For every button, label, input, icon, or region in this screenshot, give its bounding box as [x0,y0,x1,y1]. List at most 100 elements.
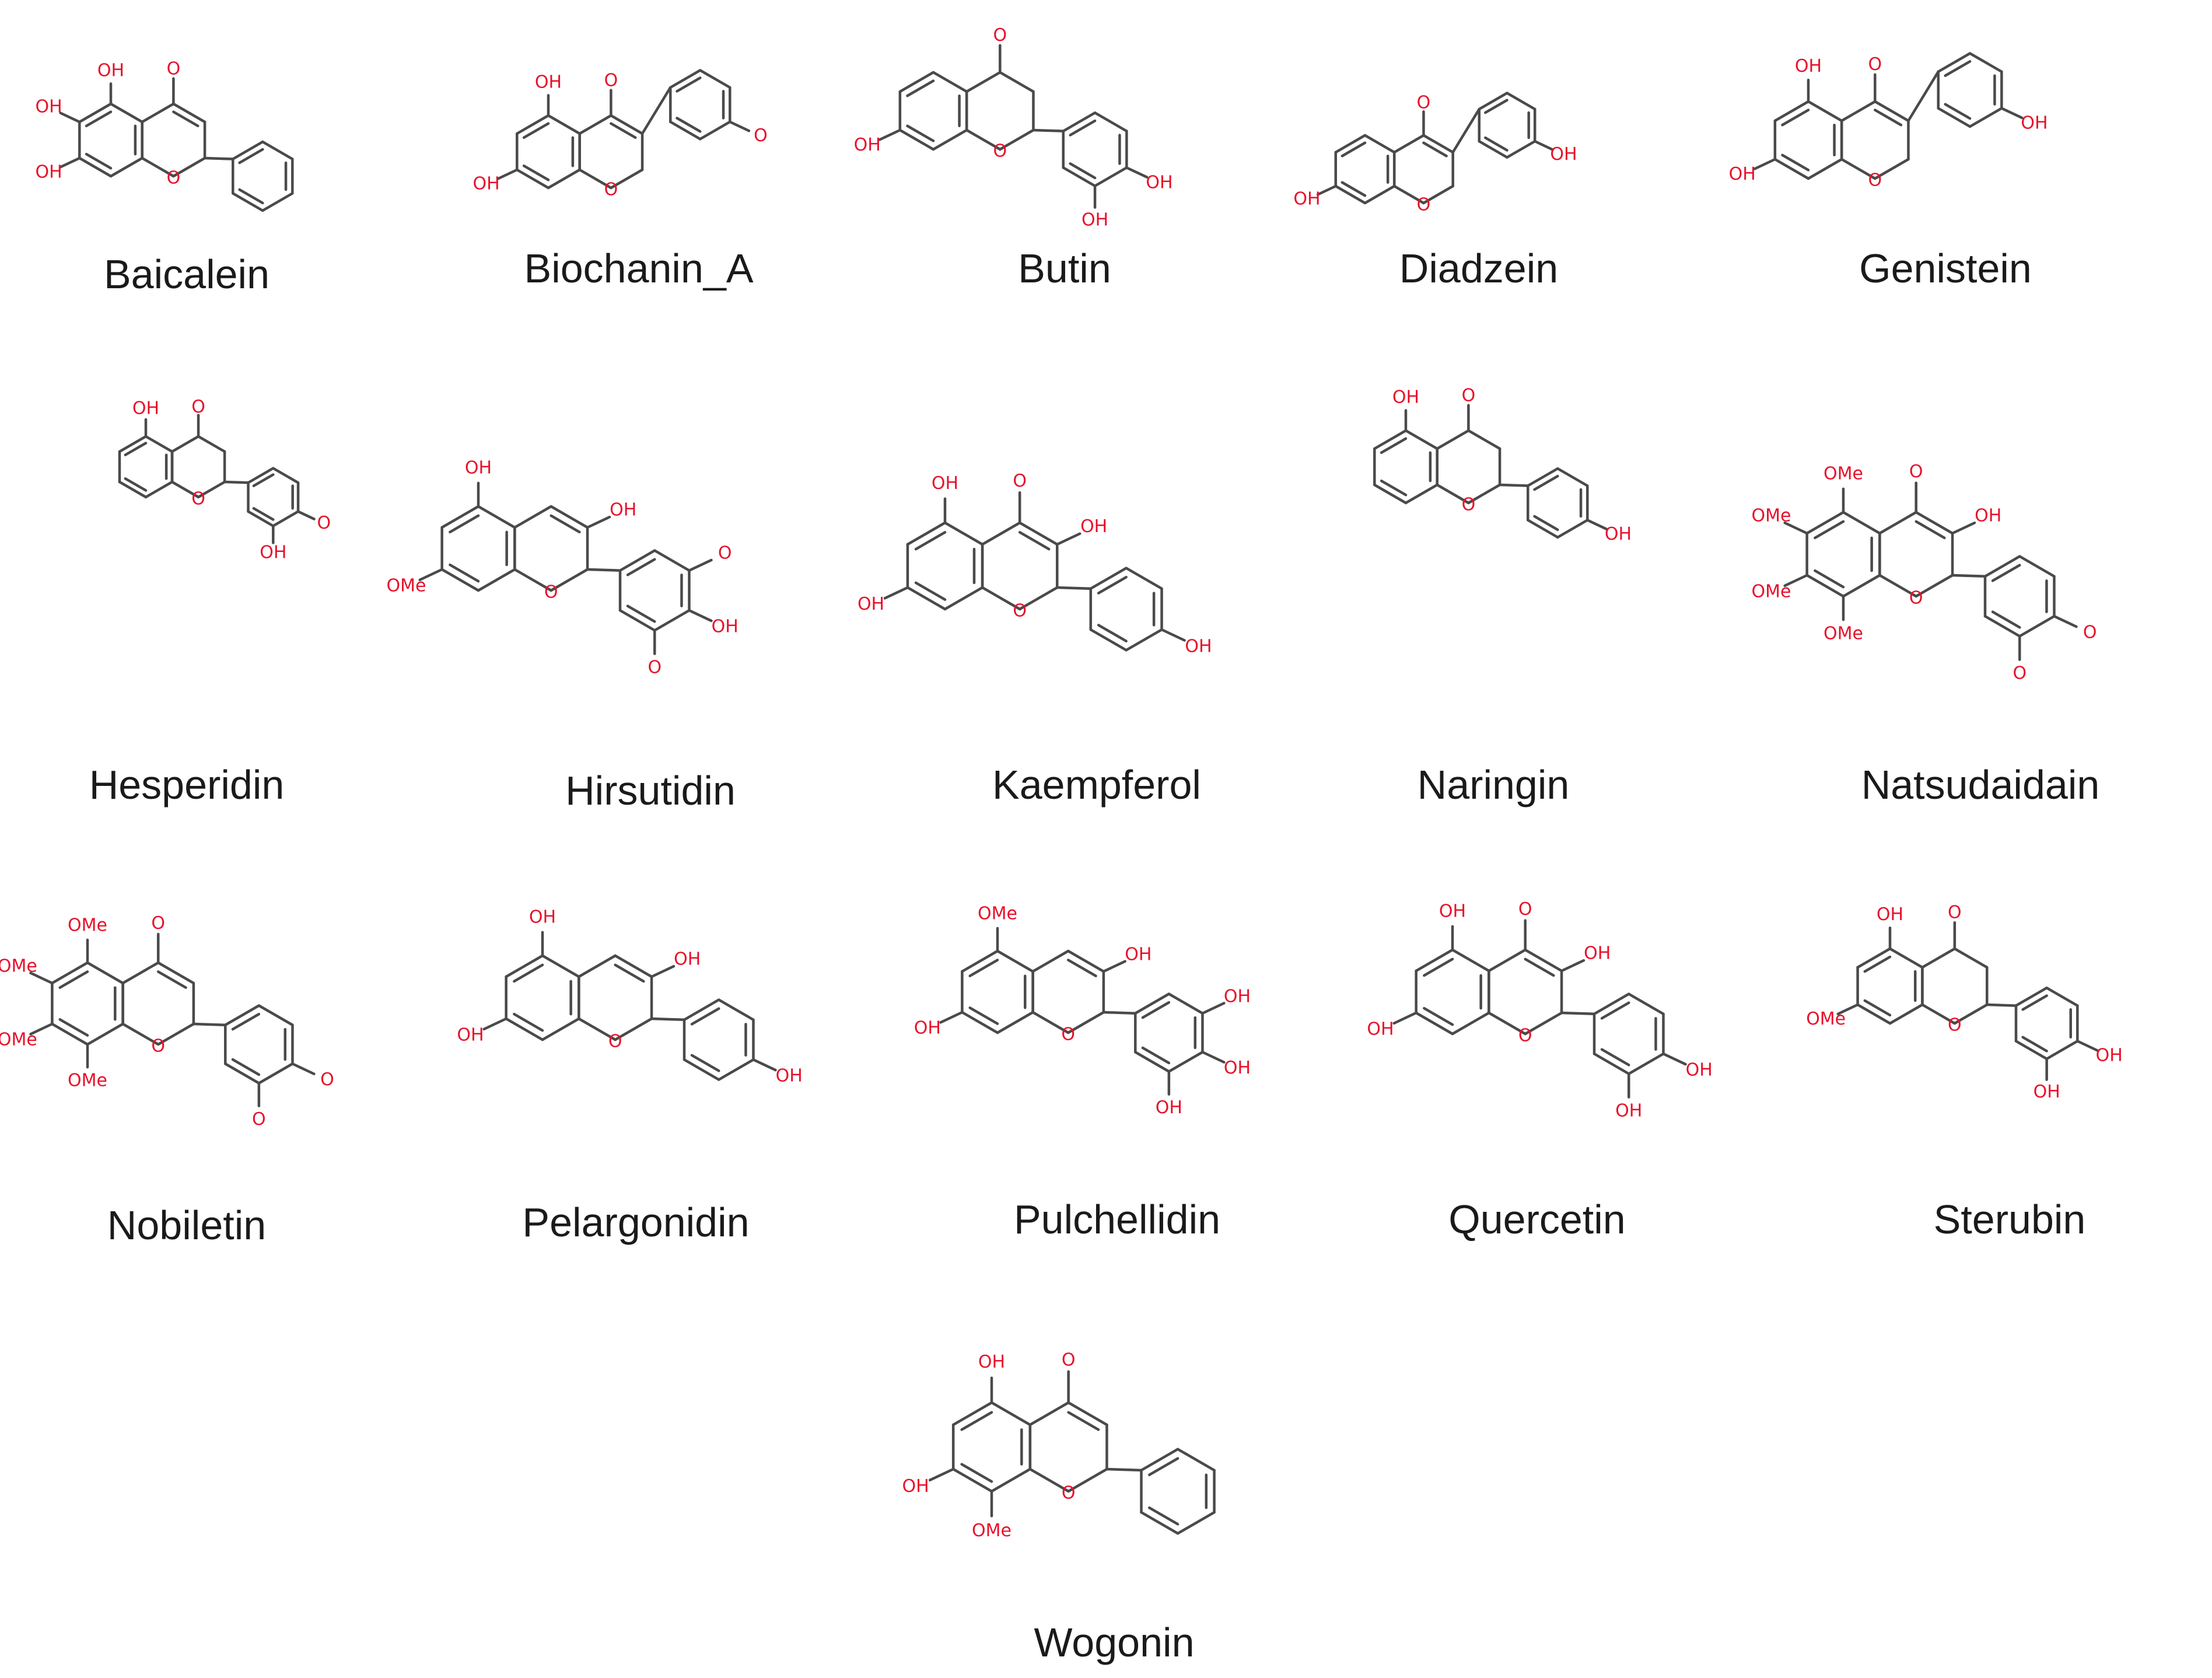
substituent-label: OMe [386,575,426,596]
ring-bond [1062,166,1097,187]
substituent-bond [1392,1011,1418,1025]
double-bond [676,76,702,93]
ring-bond [999,71,1035,93]
double-bond [960,1463,993,1483]
double-bond [1874,109,1903,127]
ring-bond [578,114,612,135]
double-bond [231,1058,261,1076]
substituent-bond [29,1022,54,1036]
molecule-label: Kaempferol [992,762,1201,807]
double-bond [1067,1411,1100,1431]
substituent-label: OH [36,97,62,117]
ring-bond [1773,100,1810,123]
ring-bond [1167,1051,1204,1073]
carbonyl-oxygen: O [167,59,181,79]
ring-bond [578,168,612,190]
carbonyl-oxygen: O [1013,471,1027,491]
double-bond [449,563,480,583]
double-bond [85,152,113,170]
ring-bond [547,168,581,190]
double-bond [1069,119,1097,137]
carbonyl-oxygen: O [1062,1350,1076,1370]
ring-bond [1134,992,1171,1015]
ring-bond [1556,467,1589,487]
substituent-bond [29,971,54,985]
double-bond [1066,959,1097,977]
substituent-label: OMe [0,956,37,977]
ring-bond [550,505,589,529]
ring-bond [1524,948,1563,973]
ring-bond [1805,511,1845,535]
ring-bond [932,128,968,151]
double-bond [513,963,544,983]
ring-bond [1404,429,1438,450]
substituent-bond [878,128,902,141]
ring-bond [257,1004,294,1026]
ring-bond [1134,1051,1171,1073]
carbonyl-oxygen: O [1417,92,1431,113]
ring-bond [172,102,206,124]
substituent-label: O [718,543,732,564]
ring-bond [1140,1448,1180,1472]
ring-bond [247,510,275,527]
substituent-label: OH [1975,506,2001,526]
ring-oxygen: O [604,180,618,200]
ring-oxygen: O [191,489,205,509]
substituent-label: OH [932,473,958,494]
substituent-label: O [317,513,331,533]
substituent-bond [291,1062,316,1075]
molecule-label: Pulchellidin [1013,1197,1221,1242]
ring-bond [156,961,195,985]
ring-bond [1392,134,1425,154]
substituent-label: OMe [978,904,1017,924]
molecule-label: Wogonin [1034,1620,1195,1665]
ring-bond [1066,1011,1105,1034]
ring-bond [1089,628,1128,652]
substituent-label: OH [36,162,62,182]
substituent-label: OH [465,458,492,478]
ring-bond [718,998,755,1022]
ring-bond [156,1022,195,1046]
ring-bond [1415,1011,1454,1036]
substituent-label: OH [1392,387,1419,408]
substituent-bond [1586,519,1608,531]
double-bond [626,558,656,576]
substituent-bond [1102,960,1127,973]
substituent-label: OMe [1824,464,1863,484]
ring-bond [1451,948,1490,973]
substituent-bond [688,609,713,623]
double-bond [1141,1046,1171,1065]
substituent-label: OH [1156,1097,1182,1118]
ring-bond [170,435,200,453]
double-bond [449,514,480,534]
carbonyl-oxygen: O [604,71,618,91]
substituent-label: OH [529,907,556,928]
substituent-bond [418,568,443,582]
double-bond [231,1012,261,1031]
ring-bond [906,586,947,611]
ring-bond [1915,511,1954,535]
carbonyl-oxygen: O [1518,899,1532,920]
ring-bond [1031,1011,1070,1034]
substituent-label: OH [1367,1019,1394,1039]
ring-bond [109,102,144,124]
bond-to-b-ring [1560,1011,1596,1016]
substituent-label: O [648,658,662,678]
ring-bond [1807,100,1843,123]
substituent-bond [586,515,611,529]
substituent-label: OH [1080,516,1107,537]
ring-bond [1478,92,1508,111]
substituent-bond [1056,532,1082,546]
substituent-label: OH [1877,904,1903,925]
substituent-label: OH [1185,636,1212,656]
molecule-label: Baicalein [103,251,270,297]
double-bond [1380,479,1408,497]
substituent-label: OH [902,1476,929,1497]
substituent-label: OH [97,61,124,81]
double-bond [1423,957,1454,977]
